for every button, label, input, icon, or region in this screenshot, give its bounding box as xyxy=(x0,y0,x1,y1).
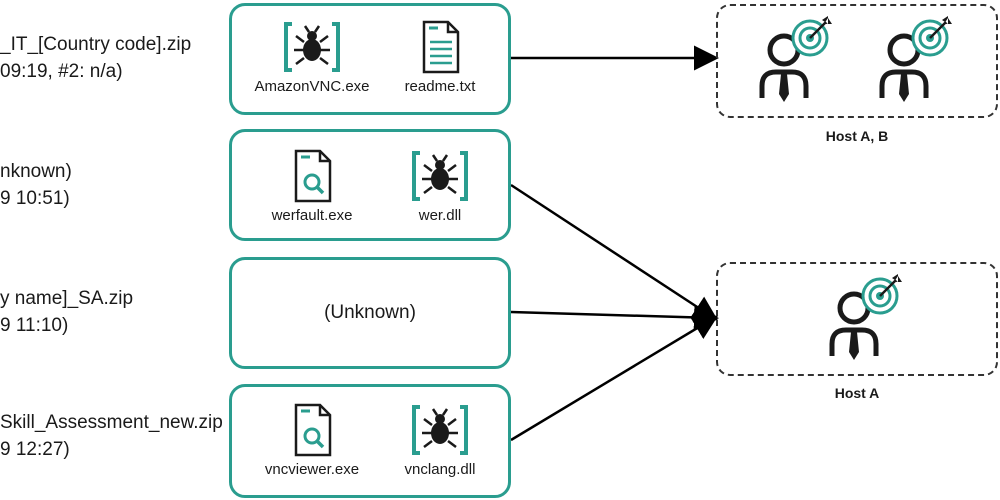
file-item: vnclang.dll xyxy=(375,403,505,478)
archive-date: 9 11:10) xyxy=(0,315,69,336)
unknown-label: (Unknown) xyxy=(324,302,416,323)
host-group-ab xyxy=(716,4,998,118)
targeted-user-icon xyxy=(879,16,952,102)
targeted-user-icon xyxy=(759,16,832,102)
text-document-icon xyxy=(422,20,460,74)
archive-name: Skill_Assessment_new.zip xyxy=(0,412,223,433)
file-name: werfault.exe xyxy=(271,207,353,224)
file-box-2: werfault.exe wer.dll xyxy=(229,129,511,241)
archive-entry-2: nknown) 9 10:51) xyxy=(0,158,72,212)
document-search-icon xyxy=(294,403,332,457)
archive-date: 09:19, #2: n/a) xyxy=(0,61,123,82)
archive-entry-3: y name]_SA.zip 9 11:10) xyxy=(0,285,133,339)
file-box-4: vncviewer.exe vnclang.dll xyxy=(229,384,511,498)
file-box-3: (Unknown) xyxy=(229,257,511,369)
malware-bug-icon xyxy=(284,22,340,72)
archive-name: nknown) xyxy=(0,161,72,182)
file-item: readme.txt xyxy=(375,20,505,95)
host-label: Host A, B xyxy=(825,128,889,144)
archive-name: _IT_[Country code].zip xyxy=(0,34,192,55)
file-name: readme.txt xyxy=(404,78,476,95)
file-item: AmazonVNC.exe xyxy=(247,20,377,95)
file-name: vnclang.dll xyxy=(404,461,476,478)
host-group-a xyxy=(716,262,998,376)
archive-entry-4: Skill_Assessment_new.zip 9 12:27) xyxy=(0,409,223,463)
archive-name: y name]_SA.zip xyxy=(0,288,134,309)
arrow-box4-to-hostA xyxy=(510,315,719,442)
targeted-user-icon xyxy=(829,274,902,360)
file-item: wer.dll xyxy=(375,149,505,224)
archive-date: 9 10:51) xyxy=(0,188,70,209)
archive-entry-1: _IT_[Country code].zip 09:19, #2: n/a) xyxy=(0,31,191,85)
arrow-box2-to-hostA xyxy=(510,183,719,321)
file-box-1: AmazonVNC.exe readme.txt xyxy=(229,3,511,115)
malware-bug-icon xyxy=(412,151,468,201)
file-name: AmazonVNC.exe xyxy=(254,78,370,95)
file-item: werfault.exe xyxy=(247,149,377,224)
arrow-box3-to-hostA xyxy=(510,304,719,330)
file-name: wer.dll xyxy=(418,207,462,224)
file-item: vncviewer.exe xyxy=(247,403,377,478)
document-search-icon xyxy=(294,149,332,203)
host-label: Host A xyxy=(834,385,880,401)
malware-bug-icon xyxy=(412,405,468,455)
file-name: vncviewer.exe xyxy=(264,461,360,478)
archive-date: 9 12:27) xyxy=(0,439,70,460)
